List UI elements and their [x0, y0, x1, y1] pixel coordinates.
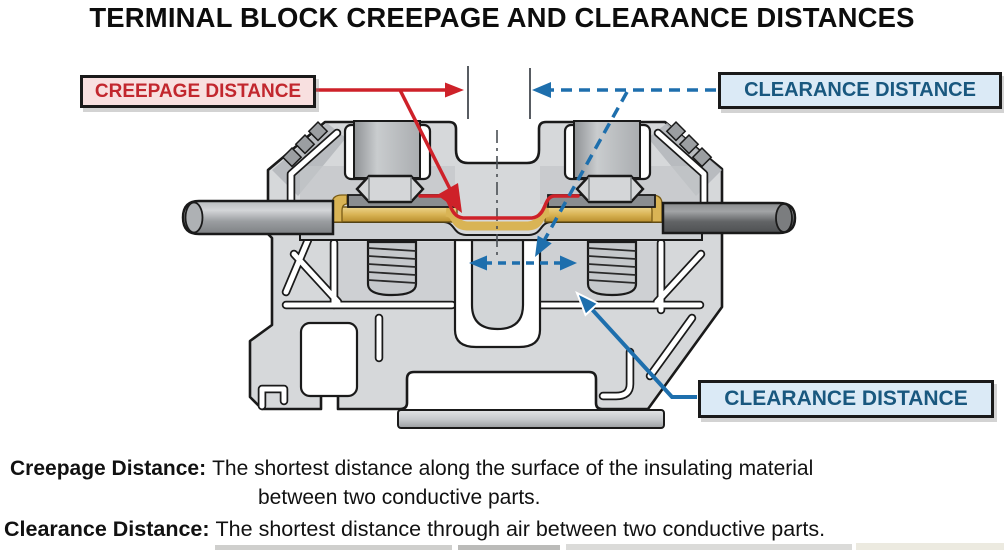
- reference-lines: [467, 66, 531, 256]
- clearance-callout-line: [590, 307, 697, 399]
- clearance-definition-line: Clearance Distance:The shortest distance…: [4, 517, 825, 542]
- creepage-definition-line1: Creepage Distance:The shortest distance …: [10, 457, 813, 481]
- creepage-pointer-arrowhead: [437, 183, 462, 213]
- clearance-pointer-arrowhead: [535, 235, 552, 257]
- creepage-annotations: [315, 82, 580, 220]
- clearance-distance-label-bottom: CLEARANCE DISTANCE: [698, 380, 994, 418]
- clearance-definition-text: The shortest distance through air betwee…: [215, 517, 826, 541]
- creepage-distance-label: CREEPAGE DISTANCE: [80, 75, 316, 108]
- clearance-span-arrowhead-right: [560, 255, 577, 271]
- clearance-distance-label-top: CLEARANCE DISTANCE: [718, 72, 1002, 109]
- clearance-definition-term: Clearance Distance:: [4, 517, 210, 541]
- creepage-leader-arrowhead: [445, 82, 464, 98]
- creepage-pointer-line: [398, 89, 452, 190]
- creepage-surface-path: [418, 194, 580, 220]
- clearance-leader-arrowhead: [532, 82, 551, 98]
- clearance-pointer-dashed: [543, 91, 629, 241]
- creepage-definition-text: The shortest distance along the surface …: [212, 457, 814, 480]
- clearance-callout-arrowhead: [575, 290, 600, 317]
- clamp-screws: [366, 240, 638, 297]
- clearance-span-arrowhead-left: [469, 255, 487, 271]
- left-wire: [181, 199, 335, 236]
- clamp-posts: [343, 120, 652, 181]
- left-hex-nut: [355, 174, 425, 204]
- clamp-hardware: [347, 174, 656, 208]
- right-hex-nut: [575, 174, 645, 204]
- left-post: [353, 120, 421, 179]
- center-channel: [453, 238, 542, 349]
- right-serrations: [665, 121, 713, 168]
- left-serrations: [281, 121, 329, 168]
- page-title: TERMINAL BLOCK CREEPAGE AND CLEARANCE DI…: [89, 2, 915, 33]
- clearance-annotations: [469, 82, 716, 399]
- filmstrip-edge: [215, 543, 1004, 550]
- right-wire: [661, 201, 797, 235]
- din-rail: [397, 409, 665, 429]
- relief-channels: [257, 128, 709, 411]
- creepage-definition-line2: between two conductive parts.: [258, 486, 541, 509]
- creepage-definition-term: Creepage Distance:: [10, 457, 207, 480]
